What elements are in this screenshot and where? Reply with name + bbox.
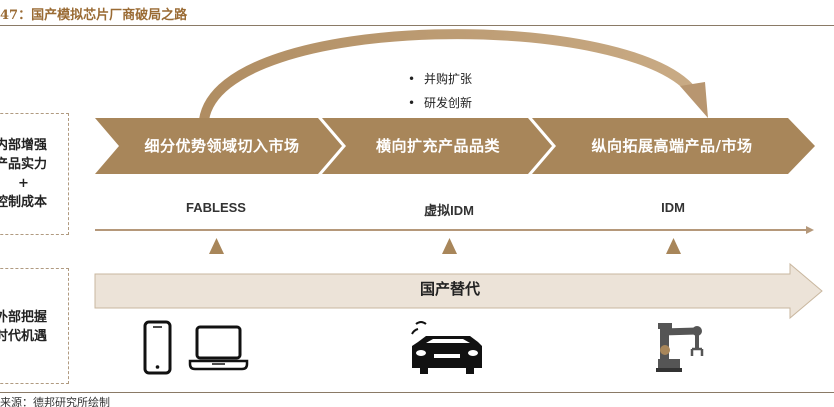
- internal-factor-line1: 内部增强: [0, 138, 48, 153]
- bullet-item-rnd: •研发创新: [408, 96, 473, 110]
- growth-strategy-list: •并购扩张 •研发创新: [408, 67, 472, 115]
- robot-arm-icon: [656, 323, 704, 372]
- external-factor-box: [0, 268, 69, 384]
- timeline-arrowhead: [806, 226, 814, 234]
- smartphone-icon: [143, 320, 172, 375]
- chevron-1: [95, 118, 342, 174]
- source-note: 来源：德邦研究所绘制: [0, 396, 110, 407]
- external-factor-line1: 外部把握: [0, 310, 48, 325]
- stage-marker-virtual-idm: [442, 238, 457, 254]
- external-factor-line2: 时代机遇: [0, 329, 48, 344]
- stage-marker-idm: [666, 238, 681, 254]
- curved-arc-arrow: [199, 29, 700, 122]
- internal-factor-line4: 控制成本: [0, 195, 48, 210]
- internal-factor-box: [0, 113, 69, 235]
- curved-arc-arrowhead: [680, 82, 708, 118]
- stage-label-fabless: FABLESS: [186, 200, 246, 215]
- figure-title: 47：国产模拟芯片厂商破局之路: [0, 8, 188, 23]
- domestic-substitution-label: 国产替代: [419, 280, 480, 298]
- chevron-3: [532, 118, 815, 174]
- laptop-icon: [188, 325, 249, 371]
- title-divider: [0, 25, 834, 26]
- stage-label-virtual-idm: 虚拟IDM: [424, 203, 474, 218]
- chevron-1-label: 细分优势领域切入市场: [144, 137, 300, 155]
- stage-marker-fabless: [209, 238, 224, 254]
- chevron-2-label: 横向扩充产品品类: [375, 137, 500, 155]
- chevron-2: [322, 118, 552, 174]
- internal-factor-line2: 产品实力: [0, 157, 48, 172]
- domestic-substitution-arrow: [94, 262, 823, 320]
- internal-factor-plus: +: [18, 176, 29, 191]
- chevron-3-label: 纵向拓展高端产品/市场: [591, 137, 753, 155]
- source-divider: [0, 392, 834, 393]
- car-icon: [411, 321, 482, 374]
- bullet-item-merger: •并购扩张: [408, 72, 473, 86]
- stage-label-idm: IDM: [661, 200, 685, 215]
